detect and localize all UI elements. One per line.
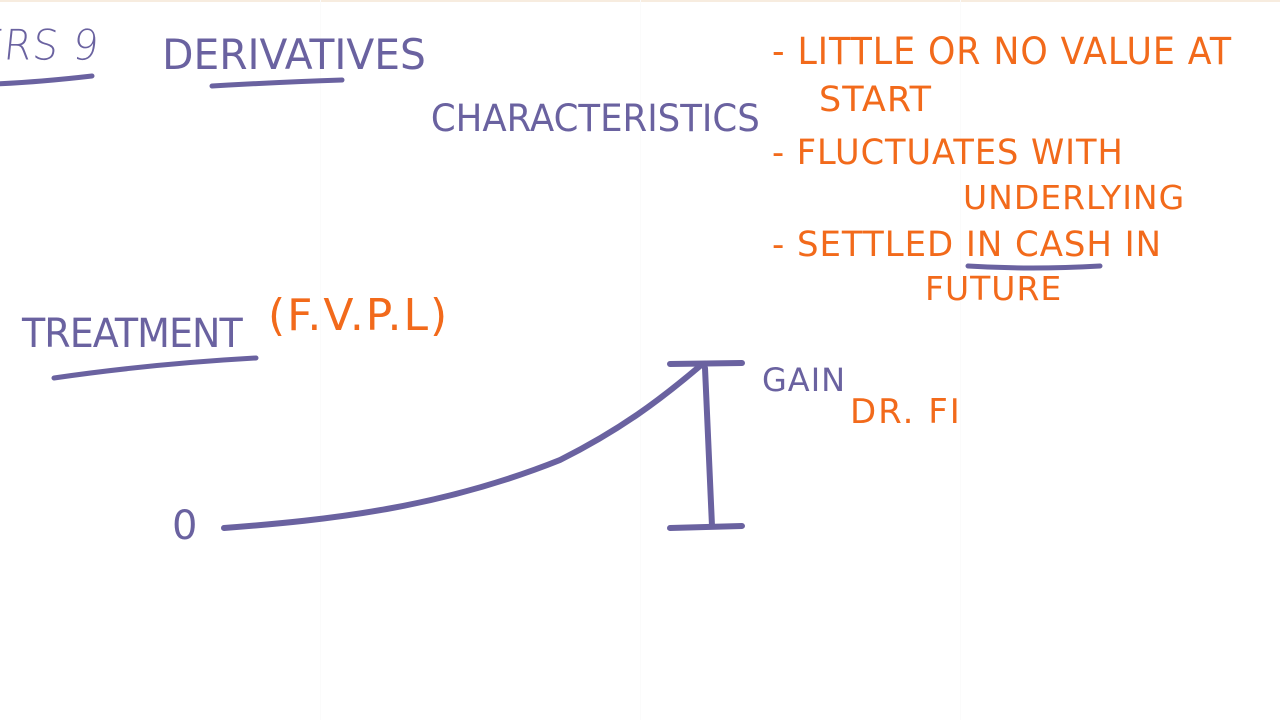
treatment-underline — [51, 355, 259, 381]
grid-line — [320, 0, 321, 720]
diagram-gain-label: GAIN — [762, 361, 847, 399]
characteristics-heading: CHARACTERISTICS — [430, 97, 760, 140]
gain-bracket-vertical — [702, 365, 715, 529]
characteristic-item-1-line1: - LITTLE OR NO VALUE AT — [772, 30, 1233, 73]
characteristic-item-3-line1: - SETTLED IN CASH IN — [772, 225, 1163, 265]
gain-bracket-bottom — [667, 523, 745, 531]
characteristic-item-2-line2: UNDERLYING — [963, 178, 1186, 217]
value-curve — [221, 363, 703, 531]
title-prefix-underline — [0, 73, 95, 87]
treatment-label: TREATMENT — [22, 311, 243, 357]
diagram-start-label: 0 — [172, 503, 198, 549]
characteristic-item-1-line2: START — [819, 80, 932, 120]
gain-bracket-top — [667, 360, 745, 367]
grid-line — [640, 0, 641, 720]
grid-line — [960, 0, 961, 720]
characteristic-item-2-line1: - FLUCTUATES WITH — [772, 133, 1124, 173]
characteristic-item-3-line2: FUTURE — [925, 269, 1063, 308]
title-underline — [209, 77, 345, 89]
page-title: DERIVATIVES — [162, 30, 426, 79]
treatment-basis: (F.V.P.L) — [268, 290, 450, 341]
diagram-entry-label: DR. FI — [850, 392, 962, 432]
settled-in-cash-underline — [965, 263, 1103, 271]
